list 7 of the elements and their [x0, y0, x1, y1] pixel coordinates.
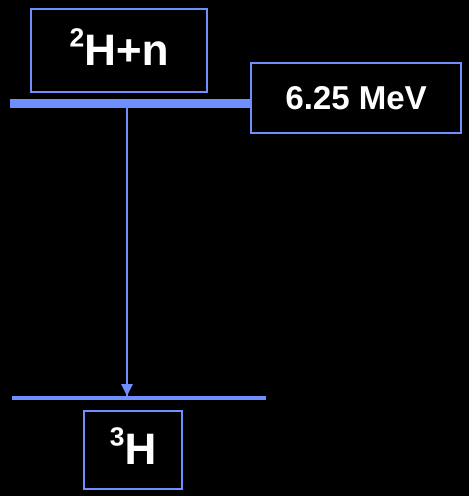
label-box [83, 410, 183, 490]
label-text: 6.25 MeV [285, 79, 427, 117]
label-box [30, 8, 208, 93]
label-text: $^{2}$H+n [69, 26, 169, 76]
arrow [121, 108, 133, 396]
label-box [250, 62, 462, 134]
label-text: $^{3}$H [110, 425, 156, 475]
